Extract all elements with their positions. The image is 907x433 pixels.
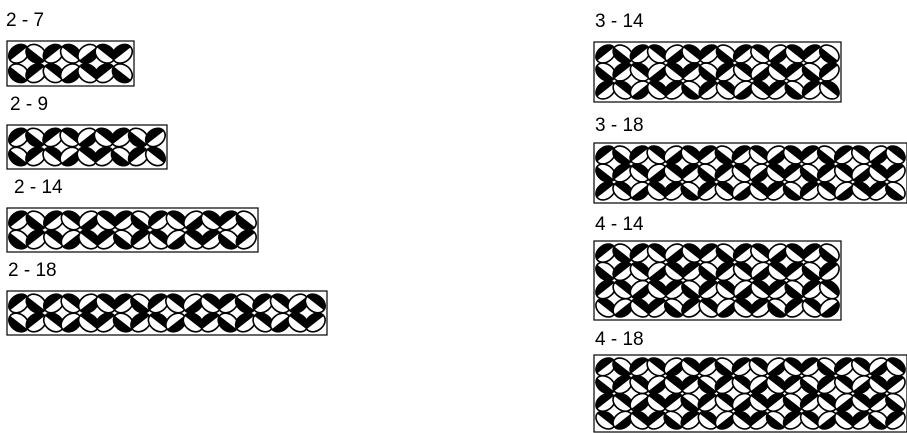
stitch-panel: 2 - 14 xyxy=(5,177,260,253)
stitch-panel: 3 - 18 xyxy=(592,115,907,204)
panel-label: 4 - 14 xyxy=(595,214,644,235)
stitch-panel: 3 - 14 xyxy=(592,11,842,103)
stitch-panel: 2 - 9 xyxy=(5,94,169,169)
panel-label: 2 - 18 xyxy=(8,260,57,281)
panel-label: 2 - 14 xyxy=(14,177,63,198)
stitch-panel: 2 - 7 xyxy=(5,10,136,86)
panel-label: 2 - 9 xyxy=(10,94,48,115)
stitch-panel: 2 - 18 xyxy=(5,260,329,336)
stitch-panel: 4 - 18 xyxy=(592,329,907,433)
panel-label: 3 - 14 xyxy=(595,11,644,32)
panel-label: 3 - 18 xyxy=(595,115,644,136)
stitch-panel: 4 - 14 xyxy=(592,214,842,321)
panel-label: 2 - 7 xyxy=(6,10,44,31)
panel-label: 4 - 18 xyxy=(595,329,644,350)
